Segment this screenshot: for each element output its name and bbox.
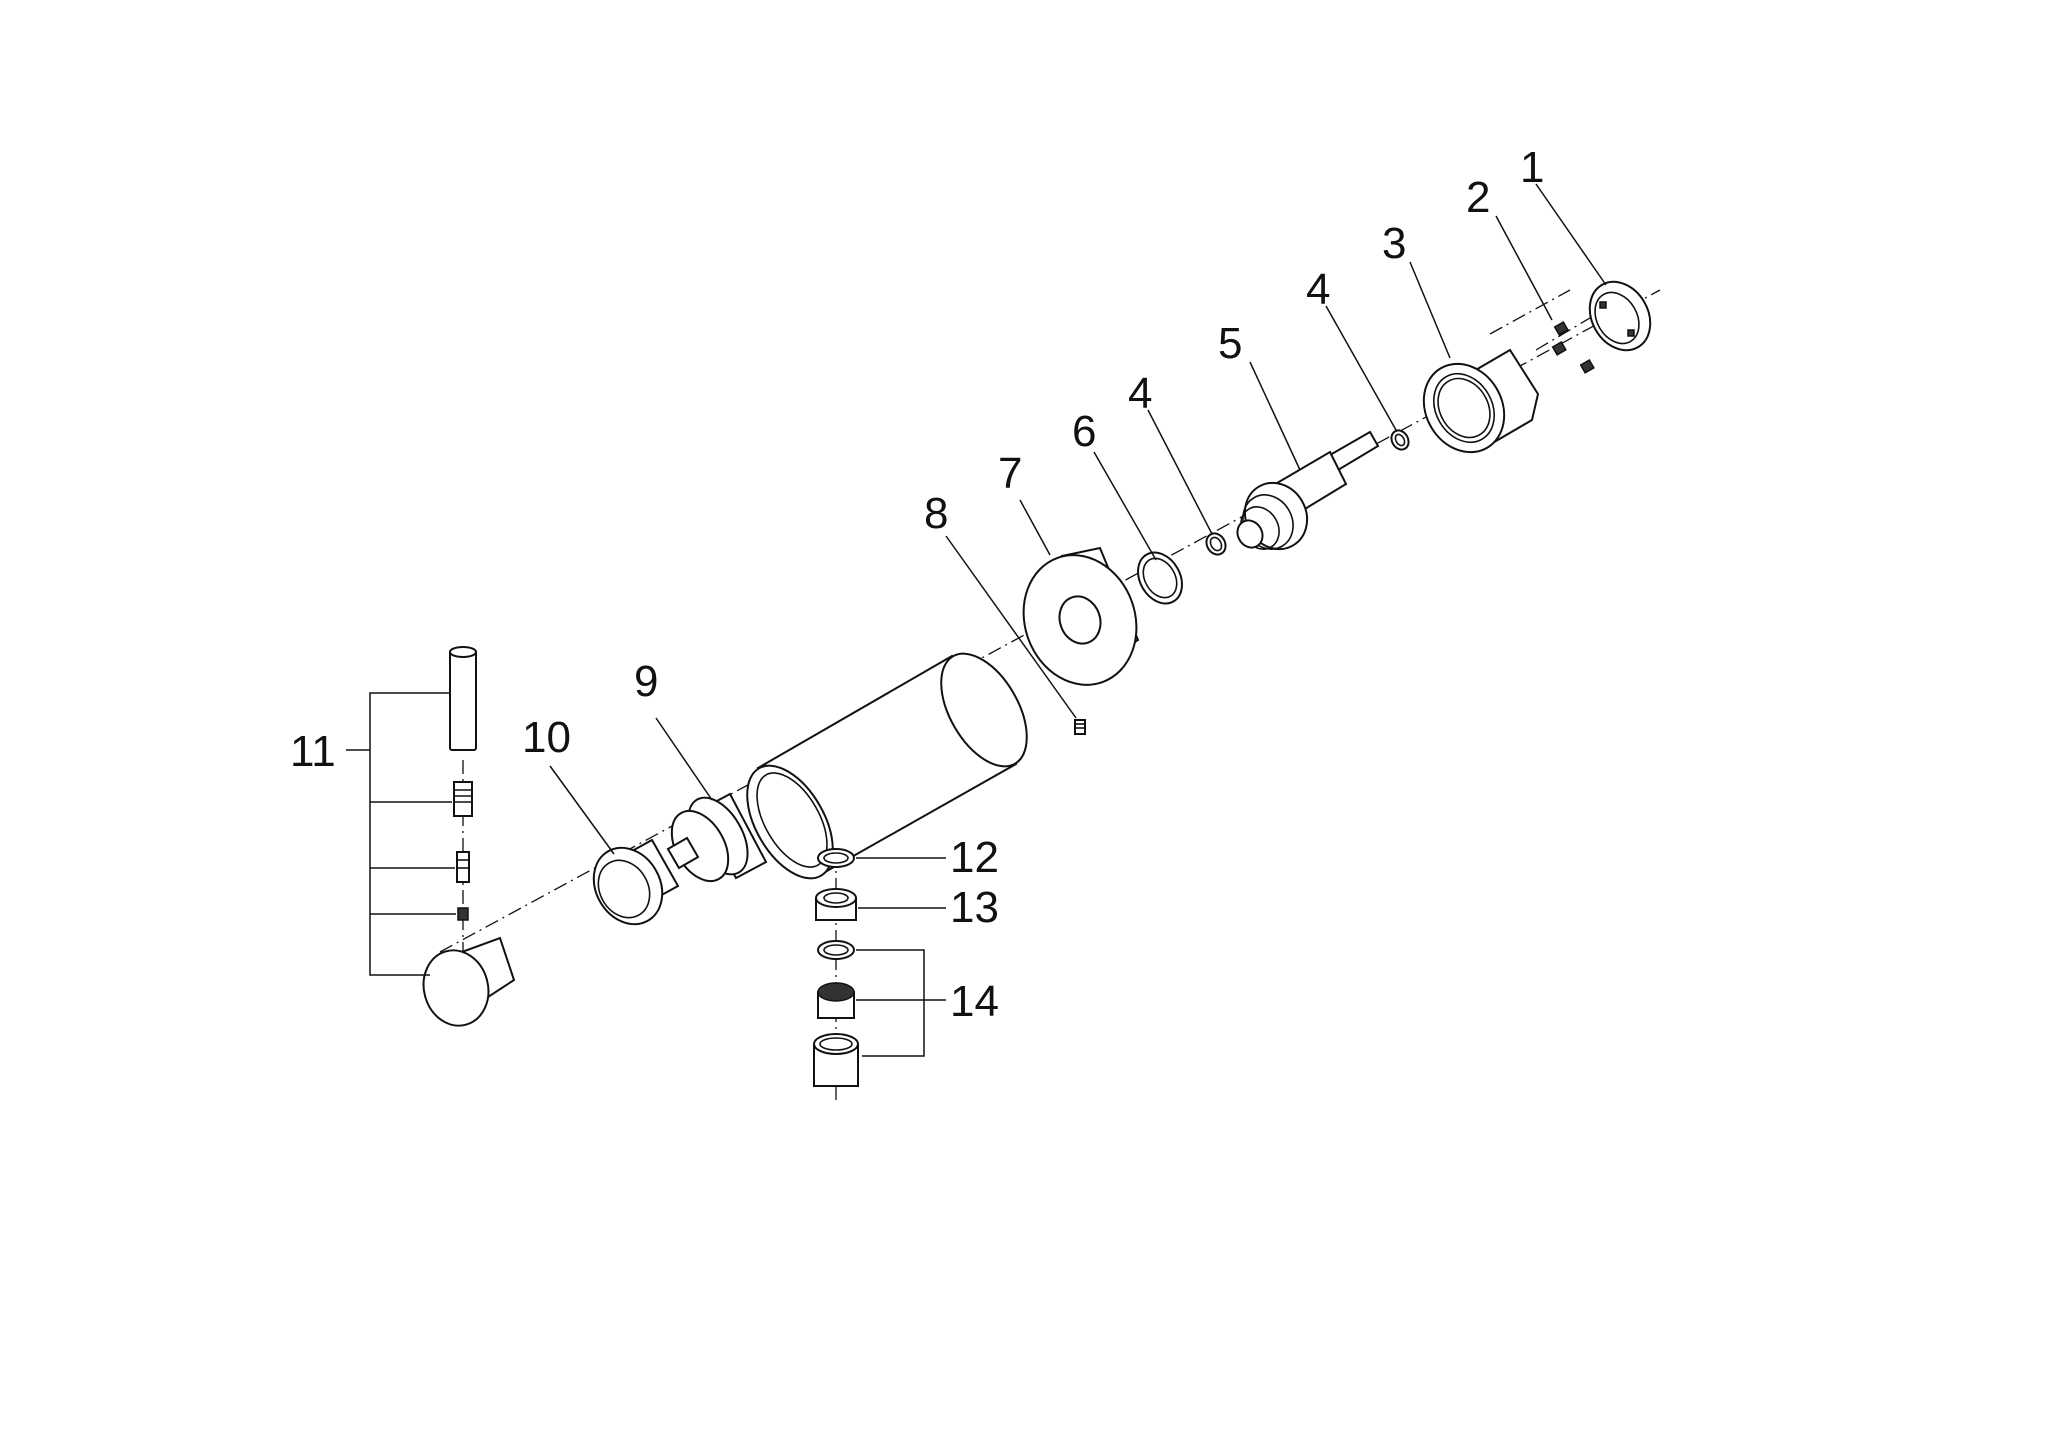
part-13-adapter	[815, 888, 857, 921]
callout-12: 12	[950, 833, 999, 882]
part-10-sleeve	[592, 838, 680, 926]
callout-5: 5	[1218, 319, 1242, 368]
callout-14: 14	[950, 977, 999, 1026]
part-6-o-ring	[1137, 551, 1183, 605]
callout-10: 10	[522, 713, 571, 762]
part-4-o-ring-upper	[1390, 429, 1410, 451]
callout-4-lower: 4	[1128, 369, 1152, 418]
callout-6: 6	[1072, 407, 1096, 456]
callout-11: 11	[290, 727, 336, 776]
callout-2: 2	[1466, 173, 1490, 222]
callout-1: 1	[1520, 143, 1544, 192]
part-1-mounting-ring	[1588, 280, 1652, 352]
part-3-threaded-nut	[1422, 348, 1540, 454]
leader-lines	[346, 183, 1607, 1057]
callout-13: 13	[950, 883, 999, 932]
part-8-grub-screw	[1074, 719, 1086, 735]
part-9-diverter	[666, 792, 768, 883]
callout-labels: 1 2 3 4 4 5 6 7 8 9 10 11 12 13 14	[290, 143, 1544, 1026]
part-4-o-ring-lower	[1205, 532, 1227, 556]
part-2-set-screws	[1551, 321, 1595, 374]
callout-7: 7	[998, 449, 1022, 498]
part-12-washer	[817, 848, 855, 868]
part-7-escutcheon	[1022, 546, 1140, 686]
part-11-handle-set	[422, 646, 516, 1027]
part-14-aerator-set	[813, 940, 859, 1087]
body-tube	[746, 652, 1028, 880]
callout-9: 9	[634, 657, 658, 706]
part-5-cartridge	[1236, 430, 1380, 551]
callout-4-upper: 4	[1306, 265, 1330, 314]
callout-3: 3	[1382, 219, 1406, 268]
callout-8: 8	[924, 489, 948, 538]
